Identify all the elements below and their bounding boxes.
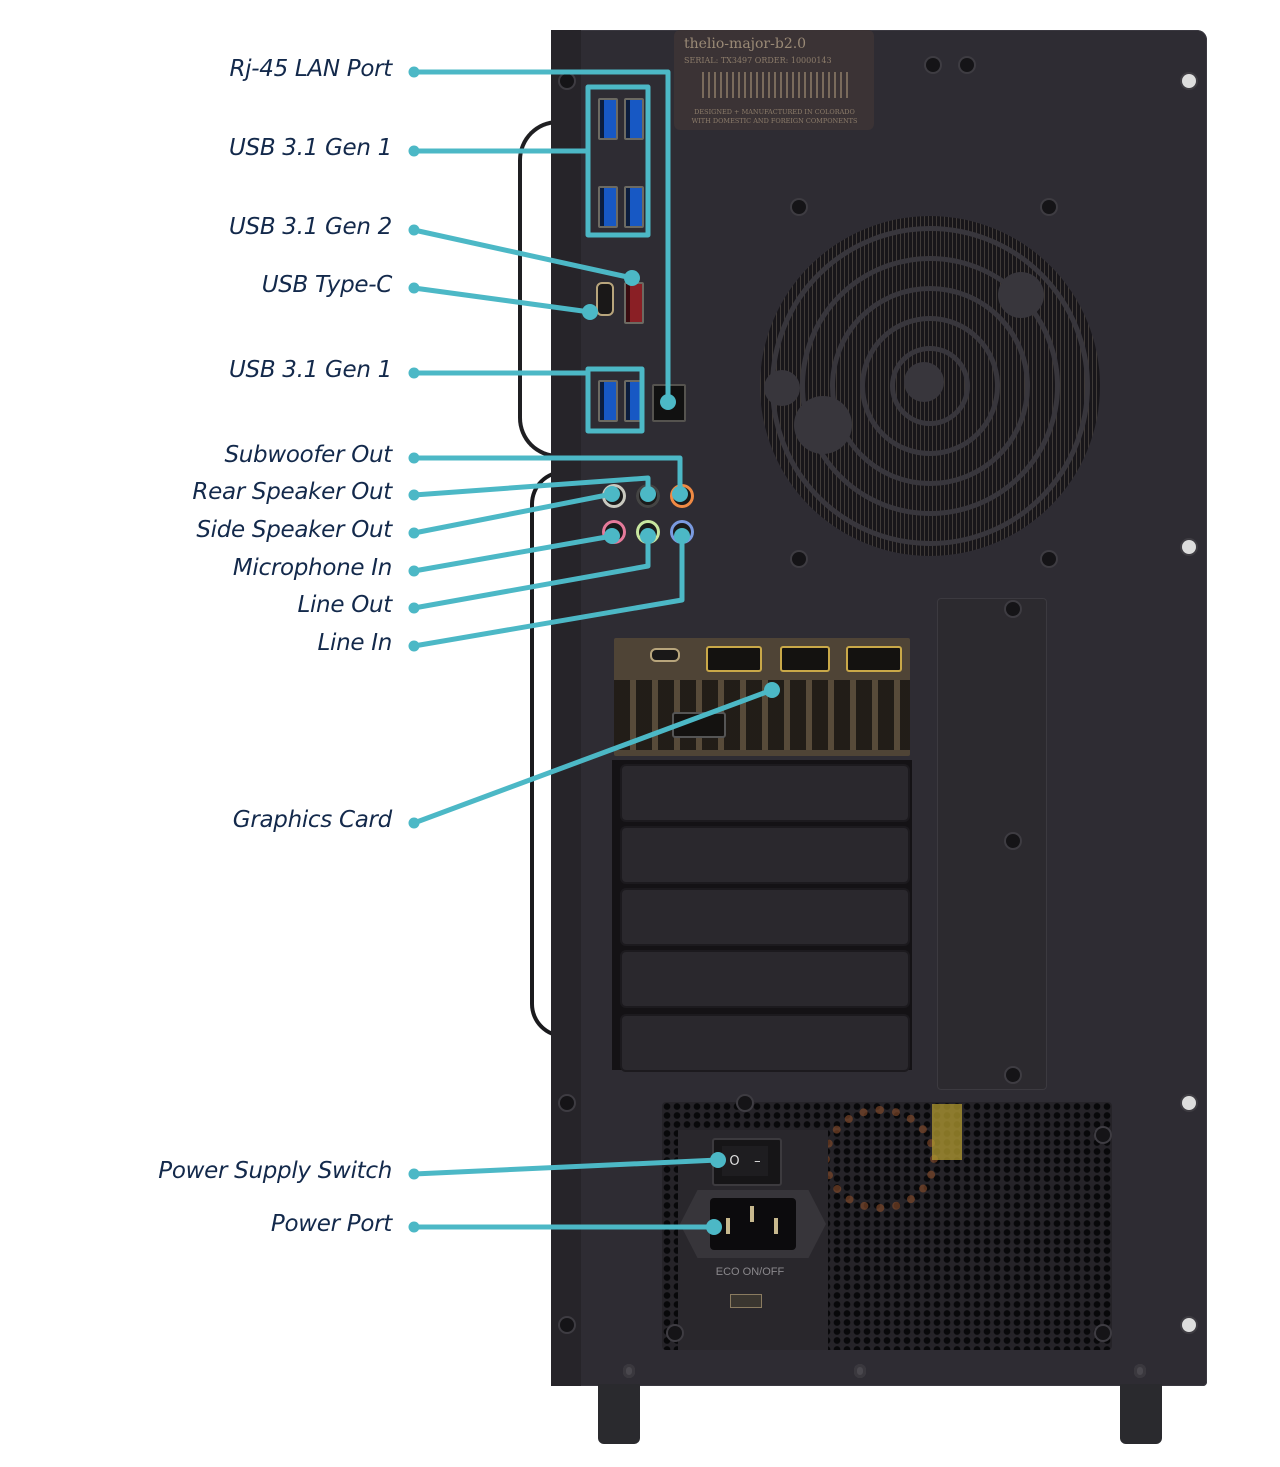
switch-on-symbol: O [729, 1153, 740, 1169]
power-pin-icon [726, 1218, 730, 1234]
slot-cover [620, 826, 910, 884]
usb-port-icon [624, 380, 644, 422]
screw-icon [668, 1326, 682, 1340]
screw-icon [960, 58, 974, 72]
usb-gen2-port-icon [624, 282, 644, 324]
callout-label-usb-gen1-bottom: USB 3.1 Gen 1 [228, 357, 392, 383]
gpu-displayport-icon [846, 646, 902, 672]
rj45-port-icon [652, 384, 686, 422]
audio-jack-mic [602, 520, 626, 544]
callout-label-mic-in: Microphone In [232, 555, 392, 581]
usb-port-icon [624, 98, 644, 140]
audio-jack-line-in [670, 520, 694, 544]
audio-jack-side-speaker [636, 484, 660, 508]
fan-ring [800, 256, 1060, 516]
screw-icon [1096, 1326, 1110, 1340]
fan-planet [998, 272, 1044, 318]
screw-icon [1006, 834, 1020, 848]
callout-label-usb-c: USB Type-C [261, 272, 393, 298]
slot-cover [620, 764, 910, 822]
audio-jack-line-out [636, 520, 660, 544]
screw-icon [738, 1096, 752, 1110]
power-pin-icon [774, 1218, 778, 1234]
callout-label-line-in: Line In [317, 630, 392, 656]
fan-planet [764, 370, 800, 406]
callout-label-graphics-card: Graphics Card [232, 807, 393, 833]
audio-jack-subwoofer [670, 484, 694, 508]
power-supply-switch[interactable]: O – [712, 1138, 782, 1186]
callout-label-rear-speaker: Rear Speaker Out [192, 479, 392, 505]
screw-icon [1182, 74, 1196, 88]
fan-ring [860, 316, 1000, 456]
screw-icon [1096, 1128, 1110, 1142]
usb-port-icon [598, 380, 618, 422]
screw-icon [1006, 602, 1020, 616]
switch-face: O – [722, 1146, 768, 1176]
screw-icon [623, 1364, 635, 1378]
nameplate-serial: SERIAL: TX3497 ORDER: 10000143 [684, 56, 832, 65]
nameplate-footer-line2: WITH DOMESTIC AND FOREIGN COMPONENTS [691, 117, 858, 125]
usb-port-icon [598, 98, 618, 140]
fan-ring [890, 346, 970, 426]
power-pin-icon [750, 1206, 754, 1222]
audio-jack-rear-speaker [602, 484, 626, 508]
callout-label-power-port: Power Port [270, 1211, 392, 1237]
gpu-usb-c-port-icon [650, 648, 680, 662]
graphics-card-vents [614, 680, 910, 750]
gpu-displayport-icon [706, 646, 762, 672]
eco-switch[interactable] [730, 1294, 762, 1308]
psu-coil [822, 1106, 938, 1212]
eco-label: ECO ON/OFF [715, 1266, 785, 1278]
callout-label-usb-gen1-top: USB 3.1 Gen 1 [228, 135, 392, 161]
nameplate-model: thelio-major-b2.0 [684, 36, 807, 52]
fan-hub [904, 362, 944, 402]
screw-icon [560, 1096, 574, 1110]
callout-label-subwoofer: Subwoofer Out [224, 442, 392, 468]
case-foot-left [598, 1384, 640, 1444]
screw-icon [1182, 1318, 1196, 1332]
screw-icon [1006, 1068, 1020, 1082]
screw-icon [1182, 540, 1196, 554]
barcode-icon [702, 72, 852, 98]
nameplate-footer: DESIGNED + MANUFACTURED IN COLORADO WITH… [682, 108, 867, 126]
callout-label-psu-switch: Power Supply Switch [158, 1158, 392, 1184]
screw-icon [854, 1364, 866, 1378]
screw-icon [1182, 1096, 1196, 1110]
screw-icon [926, 58, 940, 72]
callout-label-line-out: Line Out [297, 592, 392, 618]
slot-cover [620, 950, 910, 1008]
callout-label-rj45: Rj-45 LAN Port [229, 56, 392, 82]
screw-icon [792, 552, 806, 566]
callout-label-usb-gen2: USB 3.1 Gen 2 [228, 214, 392, 240]
gpu-displayport-icon [672, 712, 726, 738]
screw-icon [1042, 200, 1056, 214]
usb-c-port-icon [596, 282, 614, 316]
gpu-hdmi-port-icon [780, 646, 830, 672]
usb-port-icon [598, 186, 618, 228]
slot-retention-plate [937, 598, 1047, 1090]
screw-icon [560, 74, 574, 88]
screw-icon [1134, 1364, 1146, 1378]
slot-cover [620, 888, 910, 946]
screw-icon [1042, 552, 1056, 566]
switch-off-symbol: – [754, 1153, 761, 1169]
slot-cover [620, 1014, 910, 1072]
screw-icon [560, 1318, 574, 1332]
psu-capacitor [932, 1104, 962, 1160]
case-foot-right [1120, 1384, 1162, 1444]
callout-label-side-speaker: Side Speaker Out [196, 517, 392, 543]
fan-planet [794, 396, 852, 454]
usb-port-icon [624, 186, 644, 228]
screw-icon [792, 200, 806, 214]
fan-ring [830, 286, 1030, 486]
case-left-spine [551, 30, 581, 1386]
nameplate: thelio-major-b2.0 SERIAL: TX3497 ORDER: … [674, 30, 874, 130]
nameplate-footer-line1: DESIGNED + MANUFACTURED IN COLORADO [694, 108, 855, 116]
